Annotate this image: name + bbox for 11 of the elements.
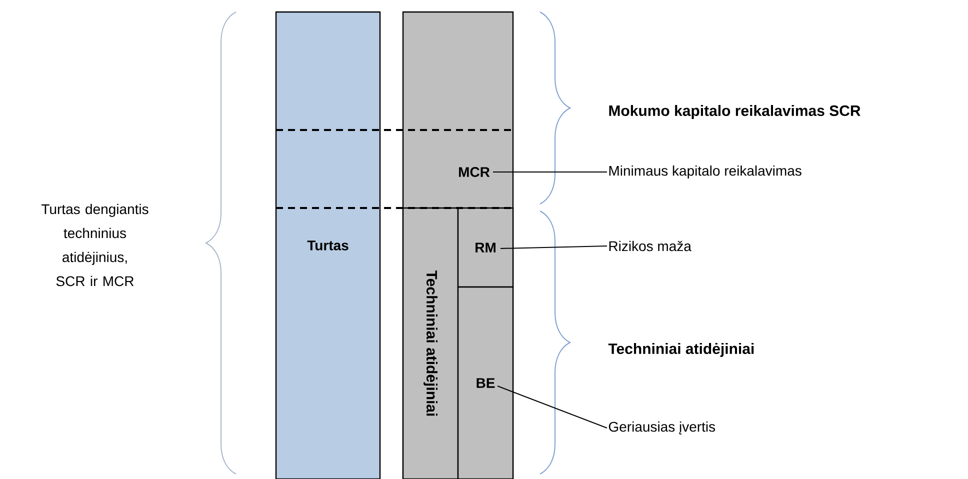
segment-box: RM xyxy=(457,207,514,288)
side-label: Geriausias įvertis xyxy=(608,421,716,435)
brace-label: Turtas dengiantis techninius atidėjinius, SCR ir MCR xyxy=(42,204,148,286)
brace-label: Mokumo kapitalo reikalavimas SCR xyxy=(609,105,860,119)
column-text: MCR xyxy=(459,167,490,177)
asset-column: Turtas xyxy=(275,11,381,479)
leader-line xyxy=(497,386,608,428)
side-label: Minimaus kapitalo reikalavimas xyxy=(609,165,802,179)
brace-label: Techniniai atidėjiniai xyxy=(608,343,754,357)
side-label: Rizikos maža xyxy=(609,240,692,252)
leader-line xyxy=(500,246,608,249)
